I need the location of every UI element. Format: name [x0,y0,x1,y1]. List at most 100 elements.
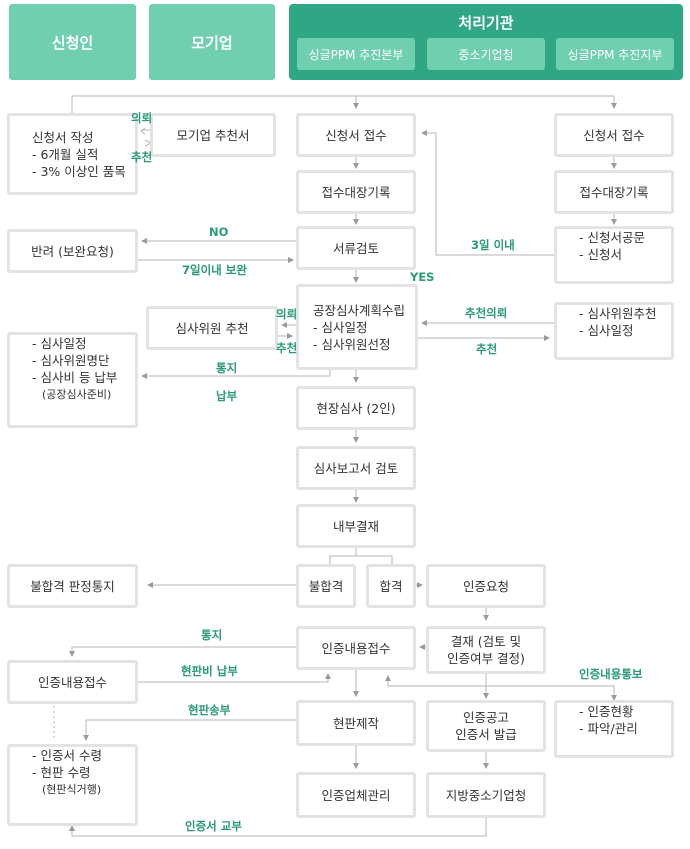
subheader-ppm-branch-label: 싱글PPM 추진지부 [567,47,663,62]
subheader-ppm-branch: 싱글PPM 추진지부 [556,38,674,70]
applicant-receive-line-1: - 인증서 수령 [32,748,102,763]
applicant-schedule-line-1: - 심사일정 [32,336,87,351]
approval-line-2: 인증여부 결정) [447,651,525,666]
label-cert-deliver: 인증서 교부 [185,819,242,833]
branch-reviewer-line-1: - 심사위원추천 [579,306,657,321]
box-plate-make: 현판제작 [296,700,416,746]
application-write-line-3: - 3% 이상인 품목 [32,163,126,179]
label-plate-fee: 현판비 납부 [181,664,238,678]
return-request-label: 반려 (보완요청) [31,243,114,259]
label-recommend-request: 추천의뢰 [465,306,508,320]
applicant-schedule-line-2: - 심사위원명단 [32,353,110,368]
box-branch-reviewer: - 심사위원추천 - 심사일정 [554,302,674,360]
audit-plan-line-2: - 심사일정 [313,319,368,335]
branch-status-line-2: - 파악/관리 [579,721,638,736]
label-plate-send: 현판송부 [188,703,231,717]
branch-reviewer-line-2: - 심사일정 [579,323,634,338]
box-cert-request: 인증요청 [426,564,546,608]
header-parent-company: 모기업 [149,4,275,80]
hq-receipt-label: 신청서 접수 [325,127,387,143]
site-audit-label: 현장심사 (2인) [316,400,396,416]
box-reviewer-recommend: 심사위원 추천 [146,306,278,350]
label-notice-2: 통지 [201,628,223,642]
label-within-7-days: 7일이내 보완 [182,263,247,277]
box-parent-recommendation: 모기업 추천서 [150,113,276,157]
box-site-audit: 현장심사 (2인) [296,386,416,430]
header-processing-agency-label: 처리기관 [458,14,514,32]
report-review-label: 심사보고서 검토 [313,460,399,476]
header-applicant-label: 신청인 [51,33,94,52]
branch-letter-line-2: - 신청서 [579,247,622,262]
doc-review-label: 서류검토 [332,240,379,256]
cert-announce-line-1: 인증공고 [462,710,509,725]
label-recommend-2: 추천 [276,341,298,355]
box-hq-register: 접수대장기록 [296,170,416,214]
box-pass: 합격 [366,564,416,608]
applicant-schedule-line-3: - 심사비 등 납부 [32,370,118,385]
hq-register-label: 접수대장기록 [321,184,391,200]
box-applicant-receive: - 인증서 수령 - 현판 수령 (현판식거행) [7,744,138,826]
box-branch-status: - 인증현황 - 파악/관리 [554,700,674,758]
box-application-write: 신청서 작성 - 6개월 실적 - 3% 이상인 품목 [7,113,138,195]
application-write-line-1: 신청서 작성 [32,129,94,145]
box-applicant-schedule: - 심사일정 - 심사위원명단 - 심사비 등 납부 (공장심사준비) [7,332,138,428]
label-no: NO [209,225,229,239]
applicant-receive-note: (현판식거행) [42,783,102,796]
box-fail: 불합격 [296,564,356,608]
cert-receipt-applicant-label: 인증내용접수 [37,674,107,690]
label-request: 의뢰 [131,111,153,125]
box-cert-announce: 인증공고 인증서 발급 [426,700,546,752]
box-internal-decision: 내부결재 [296,504,416,548]
box-audit-plan: 공장심사계획수립 - 심사일정 - 심사위원선정 [296,284,418,370]
pass-label: 합격 [379,578,403,594]
branch-register-label: 접수대장기록 [579,184,649,200]
label-recommend: 추천 [131,150,153,164]
subheader-sme-agency-label: 중소기업청 [458,47,514,62]
audit-plan-line-1: 공장심사계획수립 [313,302,406,318]
subheader-ppm-hq-label: 싱글PPM 추진본부 [308,47,404,62]
branch-letter-line-1: - 신청서공문 [579,230,645,245]
box-doc-review: 서류검토 [296,226,416,270]
box-branch-register: 접수대장기록 [554,170,674,214]
regional-sme-label: 지방중소기업청 [445,787,527,803]
parent-recommendation-label: 모기업 추천서 [176,127,250,143]
header-applicant: 신청인 [9,4,136,80]
label-payment: 납부 [216,389,238,403]
box-branch-receipt: 신청서 접수 [554,113,674,157]
cert-request-label: 인증요청 [462,578,509,594]
box-hq-receipt: 신청서 접수 [296,113,416,157]
label-request-2: 의뢰 [276,307,298,321]
subheader-ppm-hq: 싱글PPM 추진본부 [297,38,415,70]
branch-receipt-label: 신청서 접수 [583,127,645,143]
fail-notice-label: 불합격 판정통지 [30,578,115,594]
subheader-sme-agency: 중소기업청 [427,38,545,70]
label-notice: 통지 [216,361,238,375]
approval-line-1: 결재 (검토 및 [450,634,522,649]
internal-decision-label: 내부결재 [332,518,379,534]
header-parent-company-label: 모기업 [191,33,233,52]
label-cert-notify: 인증내용통보 [579,667,643,681]
box-cert-company-mgmt: 인증업체관리 [296,772,416,818]
label-within-3-days: 3일 이내 [471,238,515,252]
label-yes: YES [410,270,435,284]
applicant-receive-line-2: - 현판 수령 [32,765,91,780]
box-return-request: 반려 (보완요청) [7,229,138,273]
plate-make-label: 현판제작 [332,715,379,731]
application-write-line-2: - 6개월 실적 [32,146,99,162]
fail-label: 불합격 [308,578,344,594]
label-recommend-3: 추천 [476,342,498,356]
branch-status-line-1: - 인증현황 [579,704,634,719]
box-branch-letter: - 신청서공문 - 신청서 [554,226,674,284]
box-fail-notice: 불합격 판정통지 [7,564,138,608]
audit-plan-line-3: - 심사위원선정 [313,336,391,352]
box-cert-receipt-hq: 인증내용접수 [296,626,416,670]
cert-receipt-hq-label: 인증내용접수 [321,640,391,656]
box-report-review: 심사보고서 검토 [296,446,416,490]
box-cert-receipt-applicant: 인증내용접수 [7,660,138,704]
cert-company-mgmt-label: 인증업체관리 [321,787,391,803]
box-approval: 결재 (검토 및 인증여부 결정) [426,626,546,674]
applicant-schedule-note: (공장심사준비) [42,388,112,401]
cert-announce-line-2: 인증서 발급 [455,727,517,742]
reviewer-recommend-label: 심사위원 추천 [175,320,249,336]
